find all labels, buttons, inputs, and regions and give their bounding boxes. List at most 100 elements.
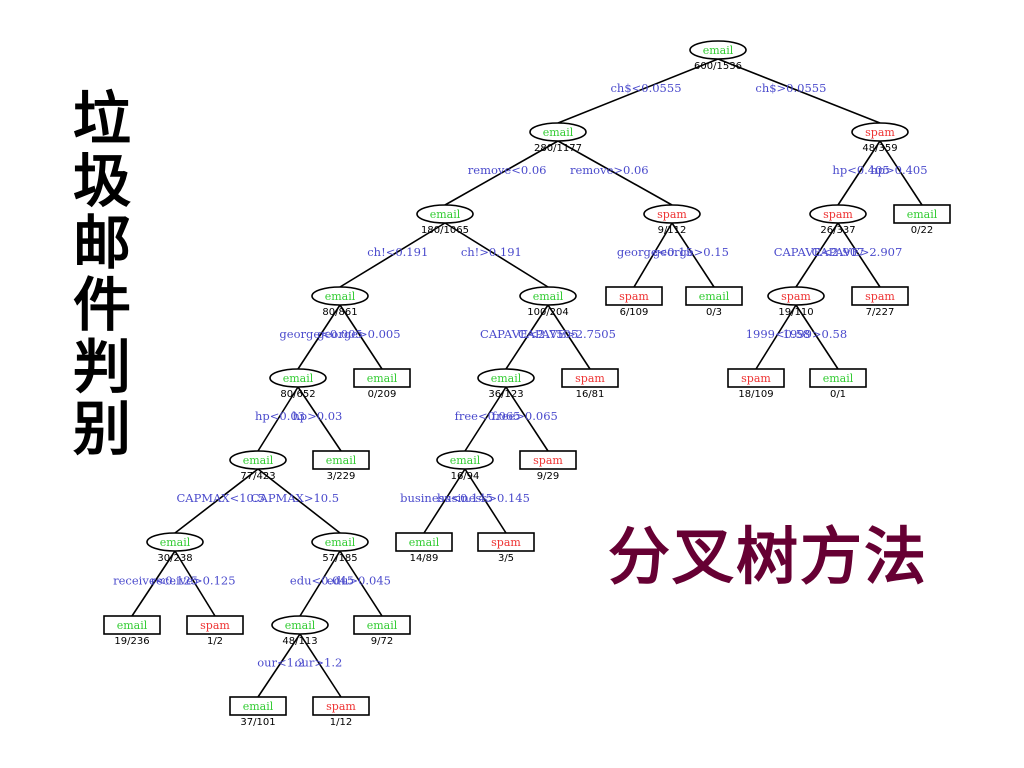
node-class-label: email <box>699 290 730 303</box>
node-class-label: email <box>491 372 522 385</box>
leaf-box <box>312 696 370 716</box>
split-condition-label: free>0.065 <box>492 409 558 423</box>
split-condition-label: CAPAVE<2.7505 <box>480 327 578 341</box>
leaf-box <box>605 286 663 306</box>
method-title: 分叉树方法 <box>608 520 929 593</box>
node-class-label: email <box>160 536 191 549</box>
tree-edge <box>423 468 466 534</box>
leaf-box <box>519 450 577 470</box>
tree-edge <box>505 304 549 370</box>
split-condition-label: CAPAVE>2.7505 <box>518 327 616 341</box>
tree-edge <box>795 222 839 288</box>
node-count-label: 3/5 <box>498 553 514 564</box>
split-node: email 57/185 <box>311 532 369 564</box>
tree-edge <box>717 58 881 124</box>
node-ellipse <box>689 40 747 60</box>
node-ellipse <box>271 615 329 635</box>
split-condition-label: hp<0.405 <box>832 163 889 177</box>
tree-nodes: email600/1536email280/1177spam48/359emai… <box>103 40 951 728</box>
node-count-label: 77/423 <box>240 471 275 482</box>
node-count-label: 1/12 <box>330 717 352 728</box>
side-title-char: 垃 <box>72 85 131 153</box>
node-count-label: 9/112 <box>658 225 687 236</box>
node-ellipse <box>416 204 474 224</box>
node-class-label: email <box>367 619 398 632</box>
node-count-label: 80/652 <box>280 389 315 400</box>
node-class-label: spam <box>865 126 895 139</box>
node-count-label: 280/1177 <box>534 143 582 154</box>
tree-edge <box>339 222 446 288</box>
node-count-label: 37/101 <box>240 717 275 728</box>
tree-edge <box>879 140 923 206</box>
node-count-label: 80/861 <box>322 307 357 318</box>
tree-edge <box>464 386 507 452</box>
split-condition-label: 1999<0.58 <box>746 327 811 341</box>
leaf-box <box>851 286 909 306</box>
side-title-char: 件 <box>72 271 131 339</box>
node-ellipse <box>851 122 909 142</box>
leaf-box <box>103 615 161 635</box>
tree-edges <box>131 58 923 698</box>
leaf-node: spam 16/81 <box>561 368 619 400</box>
split-condition-label: george>0.15 <box>653 245 729 259</box>
node-ellipse <box>767 286 825 306</box>
node-count-label: 7/227 <box>866 307 895 318</box>
node-class-label: spam <box>781 290 811 303</box>
node-count-label: 9/72 <box>371 636 393 647</box>
node-class-label: email <box>325 536 356 549</box>
split-condition-label: hp>0.03 <box>292 409 342 423</box>
node-class-label: email <box>703 44 734 57</box>
node-count-label: 16/81 <box>576 389 605 400</box>
node-count-label: 36/123 <box>488 389 523 400</box>
split-condition-label: ch$<0.0555 <box>610 81 681 95</box>
tree-edge-labels: ch$<0.0555 ch$>0.0555 remove<0.06 remove>0.… <box>113 81 927 670</box>
leaf-box <box>395 532 453 552</box>
split-condition-label: CAPMAX<10.5 <box>176 491 264 505</box>
node-count-label: 19/110 <box>778 307 813 318</box>
tree-edge <box>339 304 383 370</box>
node-count-label: 600/1536 <box>694 61 742 72</box>
split-condition-label: remove<0.06 <box>468 163 547 177</box>
tree-edge <box>131 550 176 617</box>
split-condition-label: receive>0.125 <box>150 573 235 587</box>
node-class-label: spam <box>575 372 605 385</box>
node-count-label: 100/204 <box>527 307 569 318</box>
split-condition-label: CAPMAX>10.5 <box>251 491 339 505</box>
node-count-label: 9/29 <box>537 471 559 482</box>
tree-edge <box>339 550 383 617</box>
node-ellipse <box>436 450 494 470</box>
leaf-node: email 9/72 <box>353 615 411 647</box>
node-count-label: 57/185 <box>322 553 357 564</box>
tree-edge <box>671 222 715 288</box>
leaf-box <box>477 532 535 552</box>
node-class-label: email <box>243 700 274 713</box>
split-condition-label: edu>0.045 <box>327 573 391 587</box>
node-ellipse <box>146 532 204 552</box>
node-count-label: 0/1 <box>830 389 846 400</box>
node-ellipse <box>229 450 287 470</box>
split-condition-label: remove>0.06 <box>570 163 649 177</box>
split-condition-label: edu<0.045 <box>290 573 354 587</box>
split-condition-label: ch$>0.0555 <box>755 81 826 95</box>
node-class-label: email <box>326 454 357 467</box>
node-class-label: email <box>533 290 564 303</box>
node-class-label: email <box>907 208 938 221</box>
side-title-char: 圾 <box>72 147 131 215</box>
